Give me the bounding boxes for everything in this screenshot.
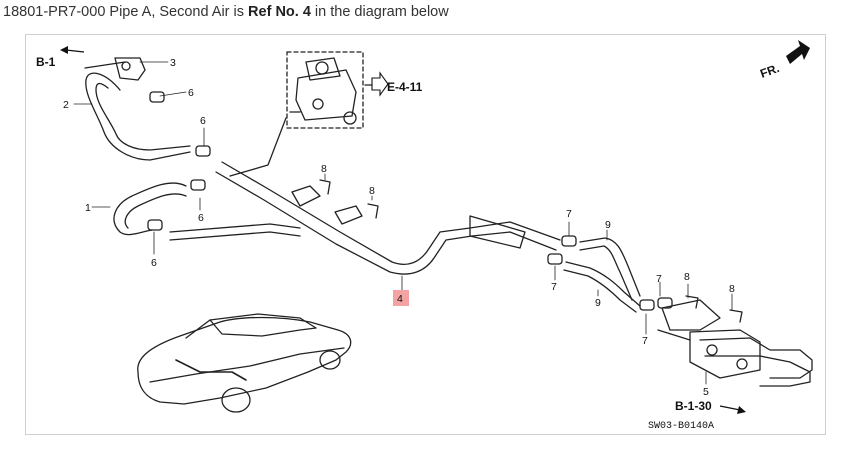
callout-b1: B-1 [36,55,56,69]
part-7-label: 7 [656,273,662,285]
part-7-label: 7 [566,208,572,220]
connectors-7-drawing [547,235,673,311]
part-6-label: 6 [188,87,194,99]
part-3-label: 3 [170,57,176,69]
callout-fr: FR. [758,61,781,81]
diagram-frame [25,34,826,435]
part-7-label: 7 [551,281,557,293]
hoses-9-drawing [563,237,641,313]
brackets-8-drawing [291,179,743,323]
part-6-label: 6 [151,257,157,269]
page-caption: 18801-PR7-000 Pipe A, Second Air is Ref … [3,4,449,20]
caption-part-text: 18801-PR7-000 Pipe A, Second Air is [3,4,249,20]
ref-4-label: 4 [397,293,403,305]
valve-leader-line [229,117,287,177]
callout-b130: B-1-30 [675,399,712,413]
part-6-label: 6 [200,115,206,127]
pipe-4-drawing [169,161,561,275]
ref-4-highlight [393,290,409,306]
part-8-label: 8 [321,163,327,175]
air-valve-box [286,51,364,129]
hose-1-drawing [113,182,187,236]
part-6-label: 6 [198,212,204,224]
fr-arrow-icon [786,40,810,64]
arrow-e411-icon [371,71,389,97]
hose-2-drawing [84,61,191,161]
arrow-b1-icon [60,46,85,54]
part-8-label: 8 [729,283,735,295]
part-8-label: 8 [369,185,375,197]
arrow-b130-icon [719,405,746,414]
leader-lines [73,61,733,385]
air-valve-drawing [289,57,357,125]
caption-ref-number: Ref No. 4 [248,4,311,20]
diagram-code: SW03-B0140A [648,421,714,432]
part-9-label: 9 [595,297,601,309]
assembly-5-drawing [657,299,813,387]
part-9-label: 9 [605,219,611,231]
part-8-label: 8 [684,271,690,283]
clamp-3-drawing [114,57,146,81]
part-7-label: 7 [642,335,648,347]
caption-suffix: in the diagram below [310,4,449,20]
callout-e411: E-4-11 [387,80,423,94]
part-5-label: 5 [703,386,709,398]
clamps-6-drawing [147,91,211,231]
car-outline-drawing [137,313,352,413]
part-2-label: 2 [63,99,69,111]
part-1-label: 1 [85,202,91,214]
